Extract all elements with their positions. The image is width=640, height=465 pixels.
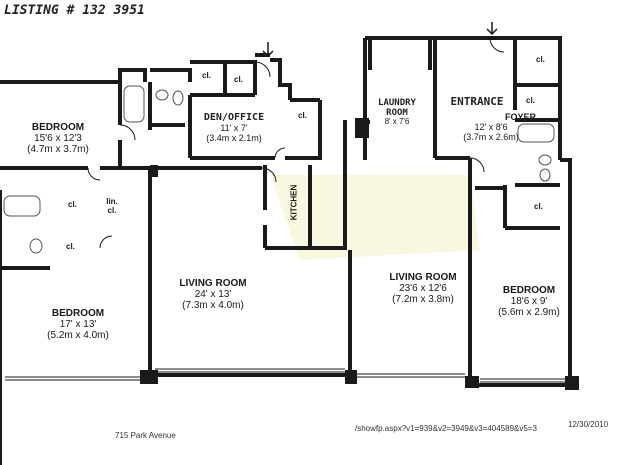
room-dims: 23'6 x 12'6 bbox=[399, 283, 447, 295]
room-name: BEDROOM bbox=[51, 308, 105, 319]
closet-label: cl. bbox=[234, 75, 243, 84]
closet-label: cl. bbox=[534, 202, 543, 211]
source-url: /showfp.aspx?v1=939&v2=3949&v3=404589&v5… bbox=[355, 424, 537, 433]
listing-number: LISTING # 132 3951 bbox=[4, 3, 145, 18]
room-metric: (7.2m x 3.8m) bbox=[392, 294, 454, 306]
room-metric: (4.7m x 3.7m) bbox=[27, 144, 89, 156]
windows bbox=[5, 368, 565, 383]
room-laundry: LAUNDRY ROOM 8' x 7'6 bbox=[366, 98, 428, 127]
piers bbox=[140, 118, 579, 390]
room-den-office: DEN/OFFICE 11' x 7' (3.4m x 2.1m) bbox=[196, 112, 272, 143]
room-name: ENTRANCE bbox=[450, 95, 504, 108]
closet-label: cl. bbox=[298, 111, 307, 120]
room-dims: 24' x 13' bbox=[194, 289, 232, 301]
bath-fixtures bbox=[3, 85, 555, 254]
closet-label: cl. bbox=[536, 55, 545, 64]
address: 715 Park Avenue bbox=[115, 431, 176, 440]
room-name-line1: LAUNDRY bbox=[378, 98, 416, 108]
room-name: LIVING ROOM bbox=[389, 272, 457, 283]
closet-label: cl. bbox=[526, 96, 535, 105]
walls bbox=[0, 36, 572, 465]
closet-label: cl. bbox=[66, 242, 75, 251]
room-bedroom-sw: BEDROOM 17' x 13' (5.2m x 4.0m) bbox=[38, 308, 118, 342]
room-name-line2: ROOM bbox=[386, 108, 408, 119]
room-dims: 8' x 7'6 bbox=[384, 117, 410, 127]
room-dims: 17' x 13' bbox=[59, 319, 97, 331]
room-foyer: FOYER 12' x 8'6 (3.7m x 2.6m) bbox=[446, 112, 536, 142]
closet-label: cl. bbox=[202, 71, 211, 80]
room-dims: 11' x 7' bbox=[220, 123, 248, 134]
room-name: BEDROOM bbox=[502, 285, 556, 296]
room-bedroom-east: BEDROOM 18'6 x 9' (5.6m x 2.9m) bbox=[494, 285, 564, 319]
room-bedroom-nw: BEDROOM 15'6 x 12'3 (4.7m x 3.7m) bbox=[18, 122, 98, 156]
overlay-highlight bbox=[270, 175, 480, 260]
room-metric: (3.7m x 2.6m) bbox=[463, 132, 519, 143]
room-dims: 12' x 8'6 bbox=[474, 122, 508, 133]
date: 12/30/2010 bbox=[568, 420, 609, 429]
entry-arrows bbox=[262, 22, 498, 58]
room-name: LIVING ROOM bbox=[179, 278, 247, 289]
room-dims: 18'6 x 9' bbox=[510, 296, 548, 308]
room-living-west: LIVING ROOM 24' x 13' (7.3m x 4.0m) bbox=[168, 278, 258, 312]
room-living-east: LIVING ROOM 23'6 x 12'6 (7.2m x 3.8m) bbox=[378, 272, 468, 306]
linen-closet-label: lin. cl. bbox=[106, 197, 118, 215]
room-metric: (5.6m x 2.9m) bbox=[498, 307, 560, 319]
closet-label: cl. bbox=[68, 200, 77, 209]
room-entrance: ENTRANCE bbox=[436, 95, 518, 108]
room-kitchen: KITCHEN bbox=[289, 184, 299, 221]
room-metric: (5.2m x 4.0m) bbox=[47, 330, 109, 342]
room-metric: (3.4m x 2.1m) bbox=[206, 133, 262, 144]
room-metric: (7.3m x 4.0m) bbox=[182, 300, 244, 312]
room-name: BEDROOM bbox=[31, 122, 85, 133]
door-swings bbox=[87, 37, 505, 249]
room-sub: FOYER bbox=[504, 112, 536, 122]
room-dims: 15'6 x 12'3 bbox=[34, 133, 82, 145]
room-name: DEN/OFFICE bbox=[203, 112, 265, 123]
